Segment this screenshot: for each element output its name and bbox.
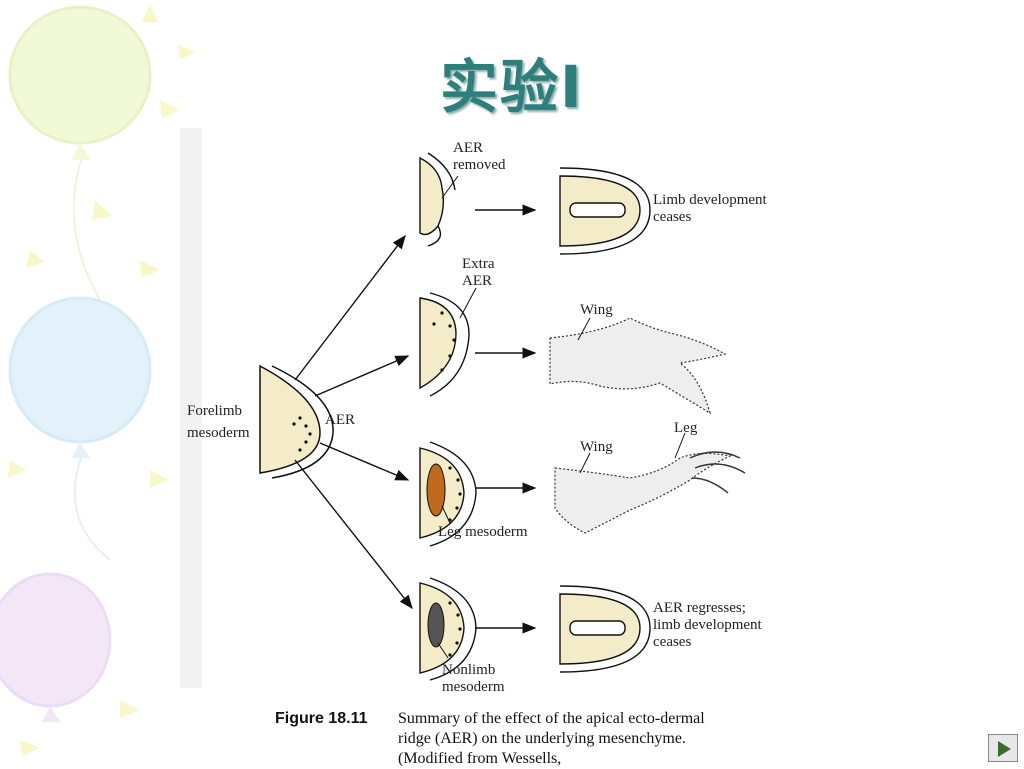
label-aer-removed: AER removed: [453, 140, 506, 173]
wing-with-leg: [554, 451, 746, 534]
result-limb-ceases-1: [559, 167, 651, 255]
bud-extra-aer: [419, 292, 470, 397]
label-limb-ceases-1: Limb development ceases: [653, 192, 767, 225]
label-wing-2: Wing: [580, 439, 613, 455]
result-limb-ceases-2: [559, 585, 651, 673]
forelimb-bud: [259, 364, 334, 479]
branch-arrows: [294, 234, 413, 610]
label-leg: Leg: [674, 420, 698, 436]
wing-duplicate: [549, 317, 727, 415]
play-triangle-icon: [998, 741, 1011, 757]
label-leg-mesoderm: Leg mesoderm: [438, 524, 528, 540]
label-aer: AER: [325, 412, 355, 428]
slide-title: 实验I: [440, 53, 584, 121]
aer-figure: AER removed Limb development ceases Extr…: [180, 128, 800, 768]
figure-caption-text: Summary of the effect of the apical ecto…: [398, 710, 705, 767]
balloon-decoration: [0, 5, 196, 756]
page-edge: [180, 128, 202, 688]
label-forelimb-mesoderm: Forelimb mesoderm: [187, 403, 250, 441]
leader-lines: [437, 175, 686, 659]
label-nonlimb-mesoderm: Nonlimb mesoderm: [442, 662, 505, 695]
bud-leg-mesoderm: [419, 441, 477, 547]
next-slide-button[interactable]: [988, 734, 1018, 762]
bud-aer-removed: [419, 152, 456, 247]
label-aer-regresses: AER regresses; limb development ceases: [653, 600, 762, 650]
figure-caption-number: Figure 18.11: [275, 710, 368, 727]
label-wing-1: Wing: [580, 302, 613, 318]
aer-diagram: [180, 128, 746, 688]
label-extra-aer: Extra AER: [462, 256, 495, 289]
